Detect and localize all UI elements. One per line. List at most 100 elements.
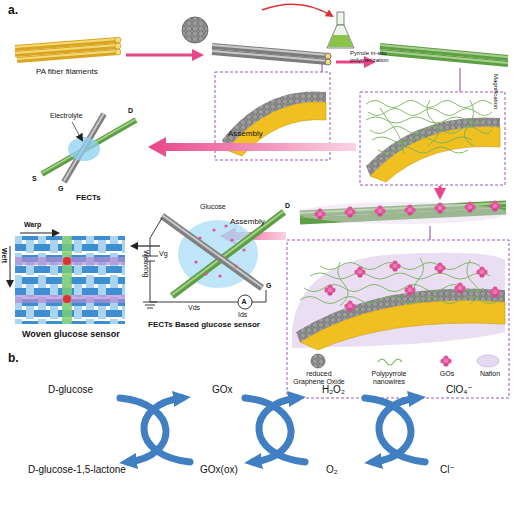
legend-text: Polypyrrole nanowires — [364, 370, 414, 385]
figure-label: Magnification — [492, 74, 499, 109]
magnified-gox — [454, 282, 465, 293]
magnified-gox — [476, 266, 487, 277]
woven-fabric — [20, 233, 58, 234]
fect-sensor — [194, 260, 197, 263]
cycle-arrows — [144, 398, 190, 462]
magnified-gox — [489, 286, 500, 297]
legend-sample — [378, 359, 402, 365]
magnified-gox — [414, 258, 424, 302]
figure-label: Vds — [188, 304, 200, 312]
assembly-arrow — [148, 137, 356, 157]
gox-fiber — [344, 206, 355, 217]
legend-sample — [477, 355, 499, 367]
ppy-fiber — [380, 51, 508, 63]
fect-sensor — [194, 224, 245, 277]
ppy-fiber — [380, 52, 508, 64]
magnified-gox — [434, 262, 445, 273]
figure-label: Cl⁻ — [440, 464, 455, 475]
fect-device — [72, 122, 82, 140]
magnified-gox — [324, 284, 335, 295]
magnified-rgo — [222, 91, 326, 150]
fect-sensor — [242, 248, 245, 251]
gox-fiber — [298, 200, 508, 224]
gox-fiber — [464, 201, 475, 212]
figure-label: Assembly — [228, 130, 263, 139]
rgo-fiber — [325, 53, 331, 59]
magnified-gox — [344, 300, 355, 311]
fect-device — [68, 137, 100, 161]
figure-label: Electrolyte — [50, 112, 83, 120]
reaction-arrow — [262, 4, 332, 16]
weaving-arrow — [132, 245, 160, 246]
woven-fabric — [63, 295, 71, 303]
fect-sensor — [172, 211, 284, 295]
figure-label: A — [242, 298, 247, 306]
flask — [337, 12, 344, 25]
magnified-ppy — [366, 117, 486, 123]
fect-sensor — [218, 274, 221, 277]
magnified-ppy — [360, 92, 505, 185]
figure-label: FECTs Based glucose sensor — [148, 321, 260, 330]
magnified-gox — [287, 240, 509, 398]
fect-sensor — [212, 228, 215, 231]
figure-label: H₂O₂ — [322, 384, 345, 395]
figure-label: Assembly — [230, 218, 265, 227]
figure-label: G — [58, 185, 63, 193]
gox-fiber — [374, 205, 385, 216]
figure-label: D-glucose-1,5-lactone — [28, 464, 126, 475]
fect-sensor — [142, 211, 284, 309]
pa-fiber — [17, 52, 118, 60]
gox-fiber — [489, 200, 500, 211]
woven-fabric — [15, 295, 125, 303]
figure-label: Woven glucose sensor — [22, 330, 120, 340]
fect-sensor — [142, 218, 266, 308]
fect-device — [64, 114, 104, 182]
magnified-ppy — [370, 127, 492, 134]
figure-label: D — [128, 107, 133, 115]
magnified-ppy — [360, 92, 505, 185]
magnified-ppy — [366, 117, 500, 176]
pa-fiber — [15, 37, 121, 60]
cycle-arrows — [120, 398, 425, 462]
fect-device — [42, 113, 136, 182]
figure-label: FECTs — [76, 194, 101, 203]
gox-fiber — [298, 202, 508, 224]
figure-label: Pyrrole in-situ polymerization — [350, 50, 402, 63]
process-arrow — [439, 186, 442, 196]
figure-label: G — [266, 282, 271, 290]
fect-sensor — [230, 238, 233, 241]
figure-label: ClO₄⁻ — [446, 384, 473, 395]
leader-line — [460, 68, 461, 92]
figure-label: D — [285, 202, 290, 210]
legend-text: reduced Graphene Oxide — [292, 370, 346, 385]
flask — [327, 12, 354, 48]
magnified-gox — [354, 266, 365, 277]
fect-sensor — [172, 212, 284, 296]
process-arrow — [126, 54, 200, 57]
figure-label: PA fiber filaments — [36, 68, 98, 77]
magnified-gox — [404, 284, 415, 295]
flask — [328, 35, 353, 47]
fect-sensor — [150, 302, 238, 303]
magnified-ppy — [366, 100, 492, 154]
rgo-fiber — [212, 45, 331, 65]
pa-fiber — [115, 43, 121, 49]
figure-label: b. — [8, 352, 19, 365]
fect-sensor — [252, 290, 266, 302]
magnified-gox — [389, 260, 400, 271]
magnified-ppy — [464, 100, 474, 146]
legend-sample — [311, 354, 499, 368]
figure-label: Vg — [159, 250, 168, 258]
woven-fabric — [62, 236, 72, 324]
magnified-ppy — [372, 137, 472, 143]
figure-label: Ids — [238, 311, 247, 319]
fect-device — [64, 113, 104, 181]
ppy-fiber — [380, 45, 508, 57]
fect-sensor — [204, 272, 207, 275]
magnified-gox — [300, 258, 500, 306]
fect-sensor — [198, 236, 201, 239]
rgo-fiber — [212, 51, 328, 61]
figure-label: S — [32, 175, 37, 183]
